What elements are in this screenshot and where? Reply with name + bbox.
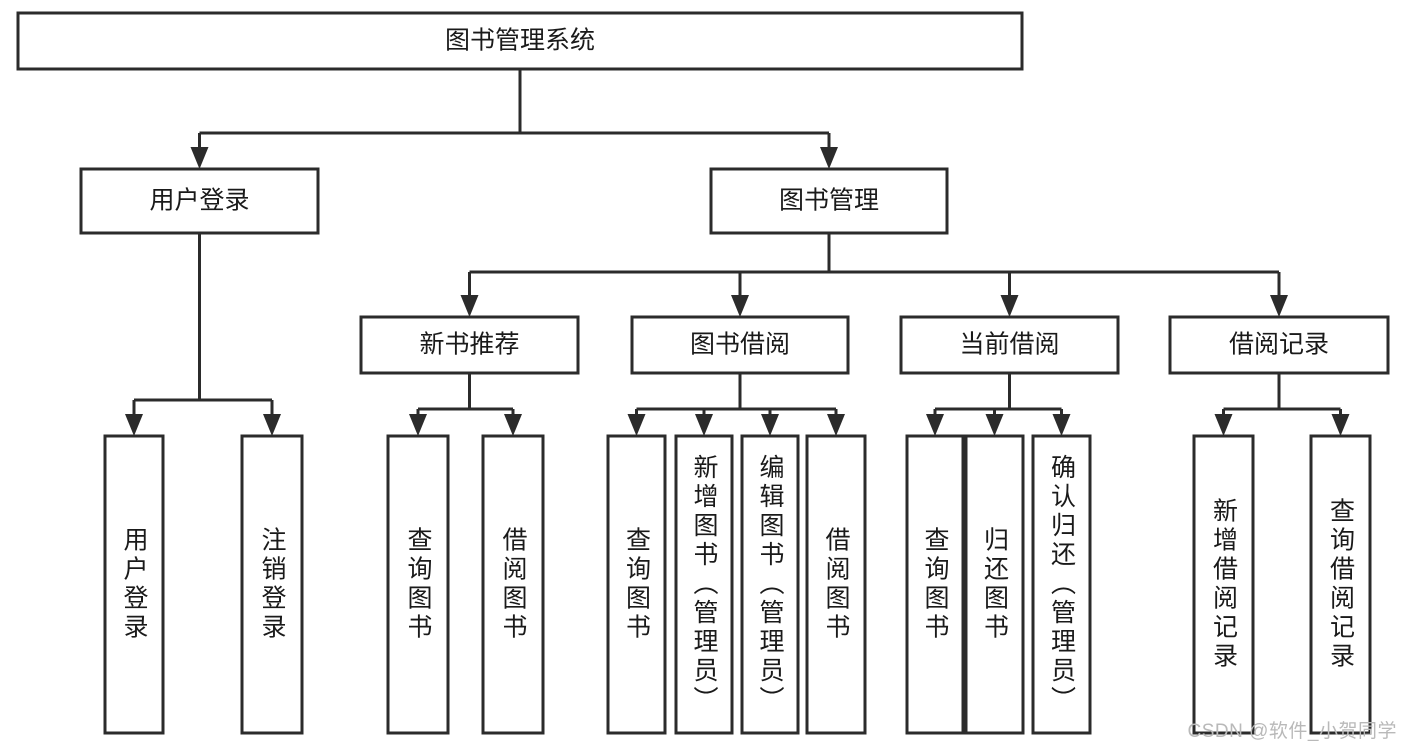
node-label: 图书管理	[779, 187, 879, 215]
node-label: 借阅图书	[499, 527, 528, 643]
node-label: 新增借阅记录	[1210, 498, 1239, 672]
node-label: 当前借阅	[959, 331, 1059, 359]
node-box	[386, 434, 450, 735]
arrow-head-icon	[1331, 414, 1350, 436]
arrow-head-icon	[731, 295, 749, 317]
node-leaf-add-book[interactable]: 新增图书（管理员）	[674, 434, 734, 735]
node-leaf-query-book-2[interactable]: 查询图书	[606, 434, 667, 735]
arrow-head-icon	[985, 414, 1004, 436]
node-box	[1031, 434, 1092, 735]
node-box	[79, 167, 320, 235]
arrow-head-icon	[1214, 414, 1233, 436]
arrow-head-icon	[125, 414, 143, 436]
arrow-head-icon	[263, 414, 281, 436]
node-box	[630, 315, 850, 375]
node-box	[1168, 315, 1390, 375]
node-label: 编辑图书（管理员）	[756, 454, 785, 715]
node-book-manage[interactable]: 图书管理	[709, 167, 949, 235]
node-new-book-recommend[interactable]: 新书推荐	[359, 315, 580, 375]
node-user-login[interactable]: 用户登录	[79, 167, 320, 235]
node-label: 查询图书	[921, 527, 950, 643]
node-leaf-borrow-book-2[interactable]: 借阅图书	[805, 434, 867, 735]
node-box	[240, 434, 304, 735]
node-leaf-add-record[interactable]: 新增借阅记录	[1192, 434, 1255, 735]
node-leaf-return-book[interactable]: 归还图书	[964, 434, 1025, 735]
node-box	[103, 434, 165, 735]
node-root[interactable]: 图书管理系统	[16, 11, 1024, 71]
arrow-head-icon	[627, 414, 646, 436]
node-box	[905, 434, 965, 735]
node-layer: 图书管理系统用户登录图书管理新书推荐图书借阅当前借阅借阅记录用户登录注销登录查询…	[16, 11, 1390, 735]
node-leaf-borrow-book-1[interactable]: 借阅图书	[481, 434, 545, 735]
node-leaf-query-book-3[interactable]: 查询图书	[905, 434, 965, 735]
node-label: 注销登录	[258, 527, 287, 643]
node-leaf-edit-book[interactable]: 编辑图书（管理员）	[740, 434, 800, 735]
node-label: 查询图书	[623, 527, 652, 643]
node-label: 用户登录	[149, 187, 249, 215]
node-box	[899, 315, 1120, 375]
arrow-head-icon	[761, 414, 779, 436]
node-box	[740, 434, 800, 735]
watermark-text: CSDN @软件_小贺同学	[1187, 721, 1397, 742]
arrow-head-icon	[926, 414, 944, 436]
node-label: 借阅记录	[1229, 331, 1329, 359]
node-leaf-logout[interactable]: 注销登录	[240, 434, 304, 735]
node-label: 查询图书	[404, 527, 433, 643]
node-label: 图书借阅	[690, 331, 790, 359]
node-box	[964, 434, 1025, 735]
arrow-head-icon	[190, 147, 209, 169]
arrow-head-icon	[1270, 295, 1288, 317]
arrow-head-icon	[827, 414, 845, 436]
arrow-head-icon	[504, 414, 522, 436]
connector-layer	[125, 69, 1350, 436]
node-label: 新书推荐	[419, 331, 519, 359]
arrow-head-icon	[820, 147, 838, 169]
node-leaf-confirm-return[interactable]: 确认归还（管理员）	[1031, 434, 1092, 735]
node-label: 查询借阅记录	[1327, 498, 1356, 672]
node-book-borrow[interactable]: 图书借阅	[630, 315, 850, 375]
node-box	[709, 167, 949, 235]
node-leaf-user-login[interactable]: 用户登录	[103, 434, 165, 735]
node-box	[1309, 434, 1372, 735]
node-current-borrow[interactable]: 当前借阅	[899, 315, 1120, 375]
node-borrow-record[interactable]: 借阅记录	[1168, 315, 1390, 375]
node-label: 图书管理系统	[445, 27, 595, 55]
node-label: 归还图书	[981, 527, 1010, 643]
node-box	[481, 434, 545, 735]
node-box	[805, 434, 867, 735]
arrow-head-icon	[1052, 414, 1071, 436]
node-box	[1192, 434, 1255, 735]
node-label: 新增图书（管理员）	[690, 454, 719, 715]
node-label: 借阅图书	[822, 527, 851, 643]
arrow-head-icon	[409, 414, 427, 436]
arrow-head-icon	[460, 295, 479, 317]
node-label: 确认归还（管理员）	[1048, 454, 1077, 715]
node-leaf-query-book-1[interactable]: 查询图书	[386, 434, 450, 735]
node-label: 用户登录	[120, 527, 149, 643]
node-box	[674, 434, 734, 735]
node-leaf-query-record[interactable]: 查询借阅记录	[1309, 434, 1372, 735]
arrow-head-icon	[1000, 295, 1019, 317]
arrow-head-icon	[695, 414, 713, 436]
node-box	[606, 434, 667, 735]
node-box	[359, 315, 580, 375]
node-box	[16, 11, 1024, 71]
